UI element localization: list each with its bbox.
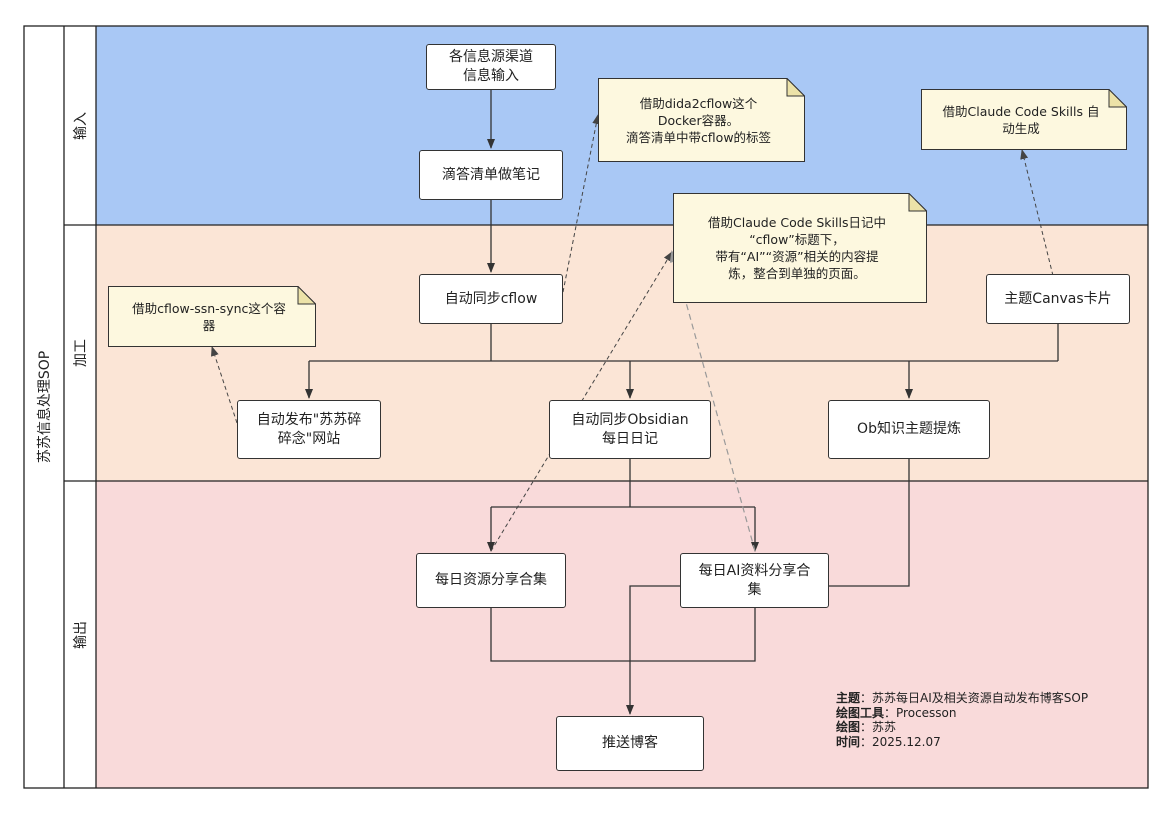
note-dida2cflow[interactable]: 借助dida2cflow这个 Docker容器。 滴答清单中带cflow的标签	[598, 78, 805, 162]
dash-publish-note	[211, 346, 238, 424]
node-sources[interactable]: 各信息源渠道 信息输入	[426, 44, 556, 90]
note-shape	[598, 78, 805, 162]
label-column	[24, 26, 96, 788]
dash-cflow-note	[562, 114, 601, 293]
node-share-res[interactable]: 每日资源分享合集	[416, 553, 566, 608]
node-obsidian[interactable]: 自动同步Obsidian 每日日记	[549, 400, 711, 459]
note-claude-auto[interactable]: 借助Claude Code Skills 自 动生成	[921, 89, 1127, 150]
legend-tool: 绘图工具：Processon	[836, 705, 957, 720]
note-shape	[921, 89, 1127, 150]
node-share-ai[interactable]: 每日AI资料分享合 集	[680, 553, 829, 608]
legend-time: 时间：2025.12.07	[836, 734, 941, 749]
note-claude-diary[interactable]: 借助Claude Code Skills日记中 “cflow”标题下， 带有“A…	[673, 193, 927, 303]
dash-res-note	[490, 251, 673, 552]
node-dida[interactable]: 滴答清单做笔记	[419, 150, 563, 200]
note-shape	[673, 193, 927, 303]
node-publish[interactable]: 自动发布"苏苏碎 碎念"网站	[237, 400, 381, 459]
legend-author: 绘图：苏苏	[836, 720, 897, 734]
edge-obtopic-ai	[829, 459, 910, 587]
dash-gray-ai-note	[669, 250, 756, 552]
edge-res-merge	[490, 608, 756, 662]
legend: 主题：苏苏每日AI及相关资源自动发布博客SOP 绘图工具：Processon 绘…	[836, 691, 1088, 749]
note-ssn-sync[interactable]: 借助cflow-ssn-sync这个容 器	[108, 286, 316, 347]
node-push[interactable]: 推送博客	[556, 716, 704, 771]
node-obtopic[interactable]: Ob知识主题提炼	[828, 400, 990, 459]
note-shape	[108, 286, 316, 347]
legend-topic: 主题：苏苏每日AI及相关资源自动发布博客SOP	[836, 691, 1089, 705]
node-cflow[interactable]: 自动同步cflow	[419, 274, 563, 324]
edge-ai-push	[626, 585, 680, 715]
node-canvas[interactable]: 主题Canvas卡片	[986, 274, 1130, 324]
